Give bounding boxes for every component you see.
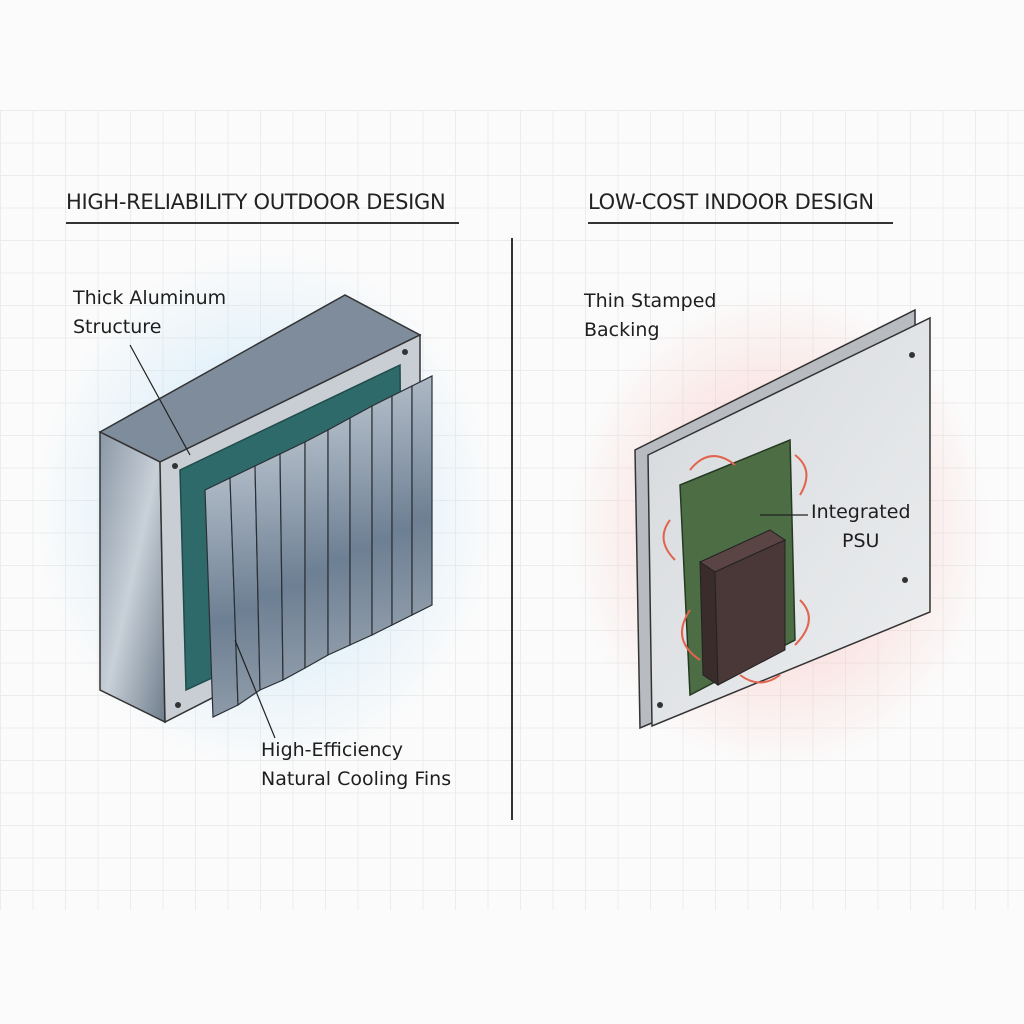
indoor-design-title: LOW-COST INDOOR DESIGN bbox=[588, 190, 893, 224]
psu-callout: Integrated PSU bbox=[811, 498, 911, 556]
indoor-stamped-unit bbox=[634, 308, 931, 730]
outdoor-heatsink-unit bbox=[98, 294, 433, 724]
panel-divider bbox=[511, 238, 513, 820]
structure-leader-line bbox=[129, 344, 191, 456]
psu-block bbox=[698, 529, 787, 686]
backing-callout-line1: Thin Stamped bbox=[584, 290, 717, 312]
fins-leader-line bbox=[234, 639, 276, 739]
structure-callout-line1: Thick Aluminum bbox=[73, 287, 227, 309]
psu-callout-line1: Integrated bbox=[811, 501, 911, 523]
fins-callout-line1: High-Efficiency bbox=[261, 739, 404, 761]
structure-callout: Thick Aluminum Structure bbox=[73, 284, 226, 342]
fins-callout: High-Efficiency Natural Cooling Fins bbox=[261, 736, 451, 794]
outdoor-design-title: HIGH-RELIABILITY OUTDOOR DESIGN bbox=[66, 190, 459, 224]
psu-callout-line2: PSU bbox=[842, 530, 880, 552]
fins-callout-line2: Natural Cooling Fins bbox=[261, 768, 452, 790]
structure-callout-line2: Structure bbox=[73, 316, 162, 338]
backing-callout-line2: Backing bbox=[584, 319, 660, 341]
backing-callout: Thin Stamped Backing bbox=[584, 287, 716, 345]
